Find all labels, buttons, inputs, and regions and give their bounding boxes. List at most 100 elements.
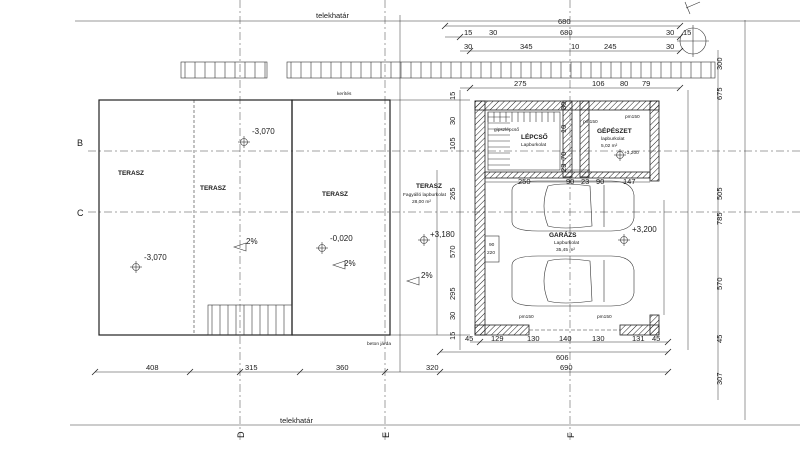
level-marker-icon xyxy=(618,234,630,246)
dim-bottom-main-2: 360 xyxy=(336,363,349,372)
dim-stair-nums-0: 30 xyxy=(559,102,568,110)
level-mechanical: +3,200 xyxy=(624,150,639,156)
dim-bottom-total: 606 xyxy=(556,353,569,362)
dim-top-row3-3: 245 xyxy=(604,42,617,51)
dimension-tick xyxy=(436,368,444,376)
level-terrace-2: -3,070 xyxy=(144,253,167,262)
terrace-4-area: 28,00 m² xyxy=(412,199,431,205)
pm150-label-c: pm150 xyxy=(519,314,534,320)
fence-top xyxy=(180,61,716,79)
garage-room-name: GARÁZS xyxy=(549,230,577,239)
dimension-tick xyxy=(186,368,194,376)
stair-interior xyxy=(487,111,561,171)
level-right: +3,200 xyxy=(632,225,657,234)
slope-arrow-icon xyxy=(233,242,247,252)
level-marker-icon xyxy=(130,261,142,273)
dimension-tick xyxy=(676,47,684,55)
terrace-3-label: TERASZ xyxy=(322,191,348,198)
dim-top-row2-1: 30 xyxy=(489,28,497,37)
dim-right-col-3: 505 xyxy=(715,187,724,200)
pm150-label-b: pm150 xyxy=(625,114,640,120)
slope-label-1: 2% xyxy=(246,237,258,246)
level-terrace-1: -3,070 xyxy=(252,127,275,136)
side-door xyxy=(484,235,500,263)
dim-top-row3-1: 345 xyxy=(520,42,533,51)
dimension-tick xyxy=(441,22,449,30)
dim-inner-row-4: 147 xyxy=(623,177,636,186)
dim-top-row4-2: 80 xyxy=(620,79,628,88)
level-marker-icon xyxy=(614,149,626,161)
dim-left-col-0: 15 xyxy=(448,92,457,100)
dim-top-row2-4: 15 xyxy=(683,28,691,37)
dim-inner-row-2: 23 xyxy=(581,177,589,186)
dim-left-col-3: 265 xyxy=(448,187,457,200)
building-walls xyxy=(474,100,660,336)
dimension-lines xyxy=(91,15,746,420)
mechanical-room-name: GÉPÉSZET xyxy=(597,126,632,135)
dim-left-col-5: 295 xyxy=(448,287,457,300)
car-icon xyxy=(511,255,635,307)
dim-bottom-row1-0: 45 xyxy=(465,334,473,343)
dimension-tick xyxy=(456,33,464,41)
dim-left-col-7: 15 xyxy=(448,332,457,340)
dim-top-row3-0: 30 xyxy=(464,42,472,51)
dim-right-col-4: 570 xyxy=(715,277,724,290)
axis-e-label: E xyxy=(381,432,391,438)
dimension-tick xyxy=(296,368,304,376)
concrete-walkway-label: beton járda xyxy=(367,341,391,347)
level-marker-icon xyxy=(238,136,250,148)
pm150-label-a: pm150 xyxy=(583,119,598,125)
dim-bottom-main-1: 315 xyxy=(245,363,258,372)
dimension-tick xyxy=(466,84,474,92)
dimension-tick xyxy=(676,22,684,30)
dim-left-col-6: 30 xyxy=(448,312,457,320)
dim-bottom-row1-2: 130 xyxy=(527,334,540,343)
slope-label-3: 2% xyxy=(421,271,433,280)
dim-bottom-main-4: 690 xyxy=(560,363,573,372)
dim-bottom-main-0: 408 xyxy=(146,363,159,372)
terrace-4-finish: Fagyálló lapburkolat xyxy=(403,192,447,198)
level-marker-icon xyxy=(316,242,328,254)
dim-right-col-5: 307 xyxy=(715,372,724,385)
dim-stair-nums-1: 10 xyxy=(559,125,568,133)
north-arrow-icon xyxy=(677,1,709,57)
slope-arrow-icon xyxy=(406,276,420,286)
dim-top-row4-1: 106 xyxy=(592,79,605,88)
door-width-label: 90 xyxy=(489,242,495,248)
dim-right-col-0: 300 xyxy=(715,57,724,70)
garage-room-finish: Lapburkolat xyxy=(554,240,580,246)
axis-grid xyxy=(88,0,800,440)
dim-top-row2-3: 30 xyxy=(666,28,674,37)
terrace-3-outline xyxy=(291,99,391,336)
fence-label: kerítés xyxy=(337,91,352,97)
dimension-tick xyxy=(381,368,389,376)
slope-arrow-icon xyxy=(332,260,346,270)
plot-boundary-label-bottom: telekhatár xyxy=(280,416,313,425)
stair-bottom-steps xyxy=(211,305,285,335)
dim-right-col-6: 45 xyxy=(715,335,724,343)
slope-label-2: 2% xyxy=(344,259,356,268)
dimension-tick xyxy=(236,368,244,376)
dimension-tick xyxy=(664,338,672,346)
dimension-tick xyxy=(476,338,484,346)
dim-top-row4-0: 275 xyxy=(514,79,527,88)
garage-room-area: 35,45 m² xyxy=(556,247,575,253)
dim-bottom-row1-6: 45 xyxy=(652,334,660,343)
dim-top-row2-2: 680 xyxy=(560,28,573,37)
stair-room-finish: Lapburkolat xyxy=(521,142,547,148)
stair-bottom xyxy=(207,304,293,336)
dim-left-col-2: 105 xyxy=(448,137,457,150)
dimension-tick xyxy=(664,348,672,356)
dim-right-col-2: 785 xyxy=(715,212,724,225)
axis-c-label: C xyxy=(77,208,84,218)
dim-left-col-4: 570 xyxy=(448,245,457,258)
dimension-tick xyxy=(664,368,672,376)
dim-stair-nums-2: 70 xyxy=(559,152,568,160)
dim-right-col-1: 675 xyxy=(715,87,724,100)
level-marker-icon xyxy=(418,234,430,246)
axis-f-label: F xyxy=(566,432,576,438)
level-terrace-3: -0,020 xyxy=(330,234,353,243)
stair-material-label: gipszlépcső xyxy=(494,127,519,133)
dim-bottom-row1-1: 129 xyxy=(491,334,504,343)
